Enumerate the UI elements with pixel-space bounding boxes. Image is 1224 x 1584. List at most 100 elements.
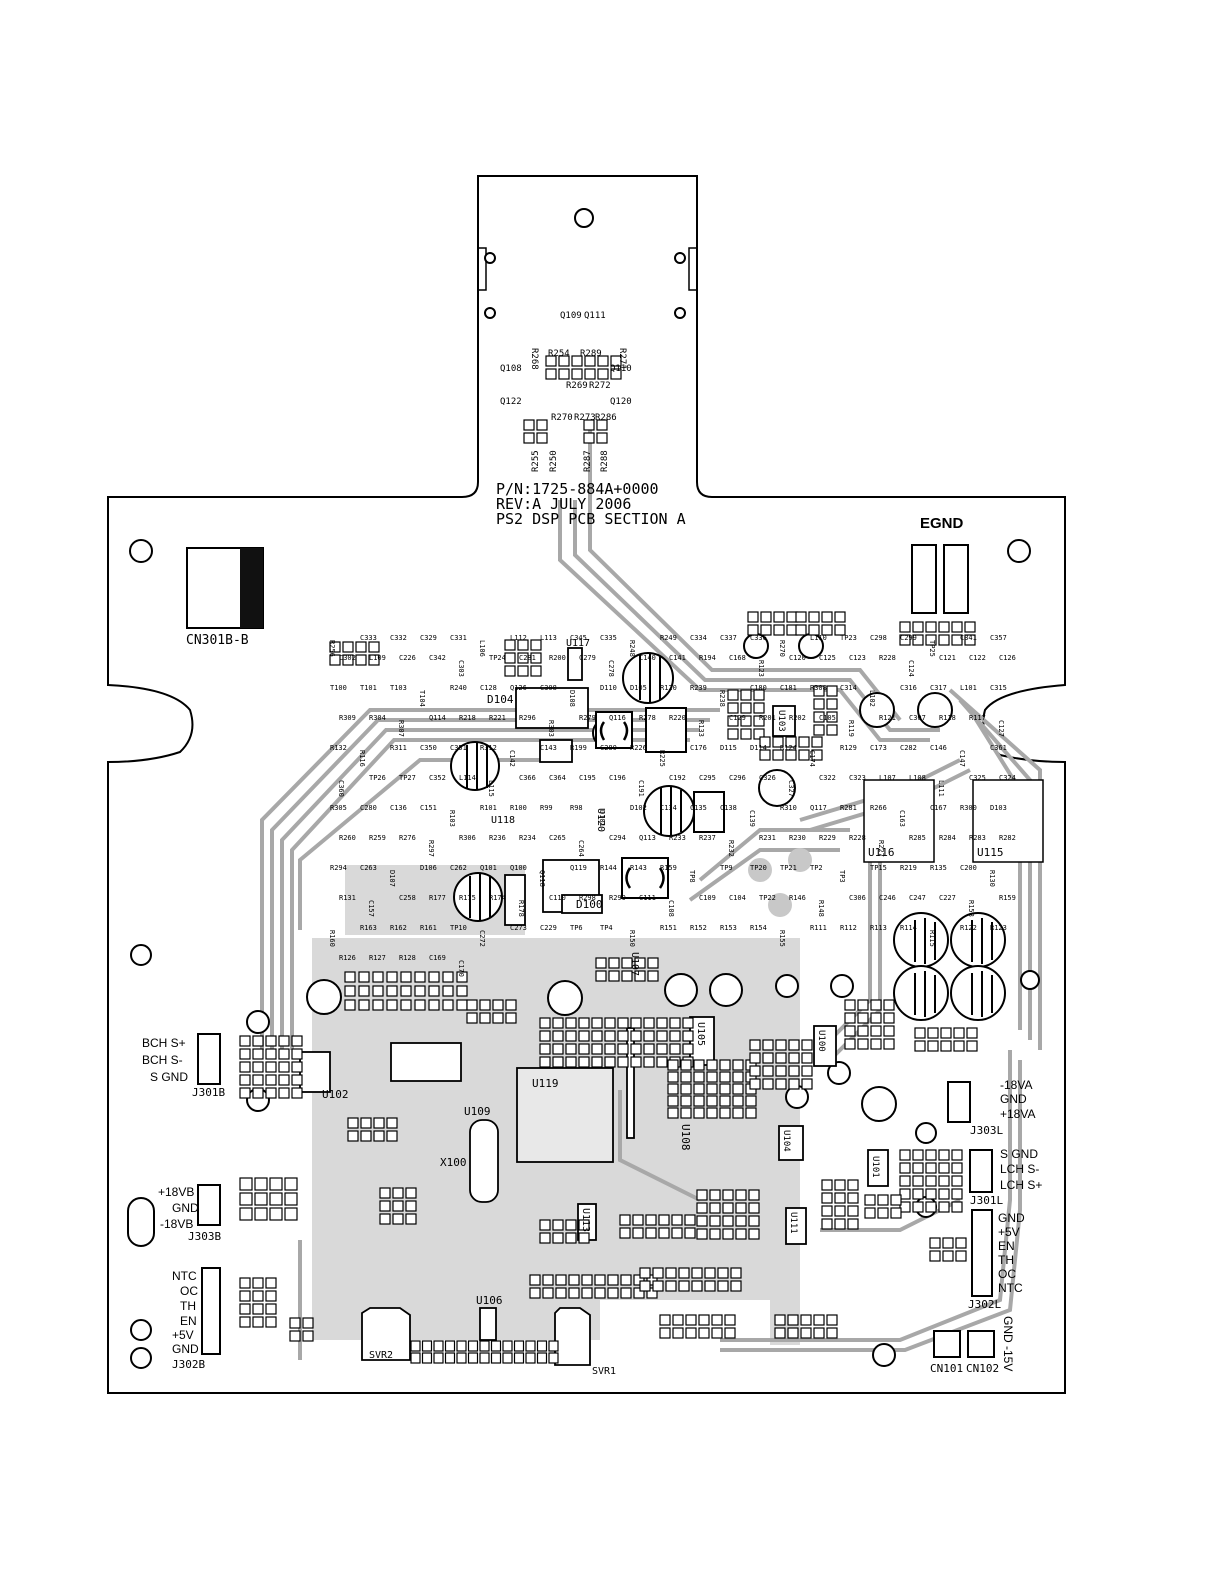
- inductors: [595, 707, 725, 899]
- smd-pad: [772, 736, 784, 748]
- u104-label: U104: [781, 1130, 791, 1152]
- smd-pad: [392, 1213, 404, 1225]
- component-ref-label: C173: [870, 744, 887, 752]
- smd-pad: [456, 999, 468, 1011]
- u116-outline: [863, 779, 935, 863]
- component-ref-label: C227: [939, 894, 956, 902]
- component-ref-label: R270: [778, 640, 786, 657]
- smd-pad: [632, 1214, 644, 1226]
- smd-pad: [565, 1017, 577, 1029]
- component-ref-label: C146: [930, 744, 947, 752]
- smd-pad: [530, 652, 542, 664]
- j303l-ref: J303L: [970, 1124, 1003, 1137]
- smd-pad: [617, 1030, 629, 1042]
- j302l-pin-3: EN: [998, 1239, 1015, 1253]
- component-ref-label: R303: [547, 720, 555, 737]
- component-ref-label: TP26: [369, 774, 386, 782]
- smd-pad: [523, 419, 535, 431]
- component-ref-label: R112: [840, 924, 857, 932]
- component-ref-label: R160: [328, 930, 336, 947]
- smd-pad: [696, 1202, 708, 1214]
- smd-pad: [693, 1059, 705, 1071]
- smd-pad: [834, 624, 846, 636]
- smd-pad: [938, 634, 950, 646]
- smd-pad: [808, 611, 820, 623]
- component-ref-label: R232: [727, 840, 735, 857]
- u119-label: U119: [532, 1077, 559, 1090]
- smd-pad: [813, 711, 825, 723]
- smd-pad: [639, 1267, 651, 1279]
- smd-pad: [466, 999, 478, 1011]
- tab-notch-right: [688, 247, 697, 291]
- smd-pad: [953, 1040, 965, 1052]
- smd-pad: [682, 1043, 694, 1055]
- j303l-pin-2: GND: [1000, 1092, 1027, 1106]
- smd-pad: [753, 689, 765, 701]
- smd-pad: [808, 624, 820, 636]
- smd-pad: [284, 1177, 298, 1191]
- j301l-pin-1: S GND: [1000, 1147, 1038, 1161]
- component-ref-label: C127: [997, 720, 1005, 737]
- smd-pad: [584, 368, 596, 380]
- u108-label: U108: [679, 1124, 692, 1151]
- smd-pad: [239, 1035, 251, 1047]
- smd-pad: [254, 1207, 268, 1221]
- smd-pad: [698, 1314, 710, 1326]
- smd-pad: [596, 432, 608, 444]
- component-ref-label: R268: [529, 348, 539, 370]
- component-ref-label: TP3: [838, 870, 846, 883]
- smd-pad: [565, 1219, 577, 1231]
- smd-pad: [329, 654, 341, 666]
- smd-pad: [659, 1327, 671, 1339]
- component-ref-label: C163: [898, 810, 906, 827]
- smd-pad: [492, 999, 504, 1011]
- smd-pad: [912, 621, 924, 633]
- smd-pad: [925, 621, 937, 633]
- component-ref-label: R289: [580, 349, 602, 359]
- smd-pad: [347, 1130, 359, 1142]
- component-ref-label: L112: [510, 634, 527, 642]
- component-ref-label: TP23: [840, 634, 857, 642]
- smd-pad: [844, 1012, 856, 1024]
- smd-pad: [693, 1083, 705, 1095]
- svr2-label: SVR2: [369, 1350, 393, 1361]
- component-ref-label: R226: [630, 744, 647, 752]
- component-ref-label: C282: [900, 744, 917, 752]
- smd-pad: [942, 1250, 954, 1262]
- component-ref-label: L111: [937, 780, 945, 797]
- smd-pad: [596, 419, 608, 431]
- smd-pad: [608, 970, 620, 982]
- cap-stripes: [466, 654, 993, 1017]
- smd-pad: [938, 1188, 950, 1200]
- component-ref-label: C306: [849, 894, 866, 902]
- component-ref-label: R118: [939, 714, 956, 722]
- smd-pad: [711, 1314, 723, 1326]
- component-ref-label: C174: [808, 750, 816, 767]
- component-ref-label: C331: [450, 634, 467, 642]
- component-ref-label: C351: [450, 744, 467, 752]
- component-ref-label: R272: [589, 381, 611, 391]
- component-ref-label: C180: [750, 684, 767, 692]
- smd-pad: [912, 1175, 924, 1187]
- smd-pad: [239, 1192, 253, 1206]
- smd-pad: [966, 1040, 978, 1052]
- smd-pad: [753, 702, 765, 714]
- smd-pad: [813, 685, 825, 697]
- smd-pad: [372, 985, 384, 997]
- smd-pad: [717, 1267, 729, 1279]
- component-ref-label: Q116: [609, 714, 626, 722]
- component-ref-label: Q117: [810, 804, 827, 812]
- component-ref-label: R158: [967, 900, 975, 917]
- component-ref-label: R276: [399, 834, 416, 842]
- component-ref-label: R270: [551, 413, 573, 423]
- smd-pad: [414, 999, 426, 1011]
- smd-pad: [870, 1012, 882, 1024]
- smd-pad: [392, 1200, 404, 1212]
- smd-pad: [798, 749, 810, 761]
- smd-pad: [358, 999, 370, 1011]
- smd-pad: [732, 1107, 744, 1119]
- component-ref-label: R116: [358, 750, 366, 767]
- smd-pad: [555, 1274, 567, 1286]
- header-pin: [444, 1352, 456, 1364]
- smd-pad: [594, 1274, 606, 1286]
